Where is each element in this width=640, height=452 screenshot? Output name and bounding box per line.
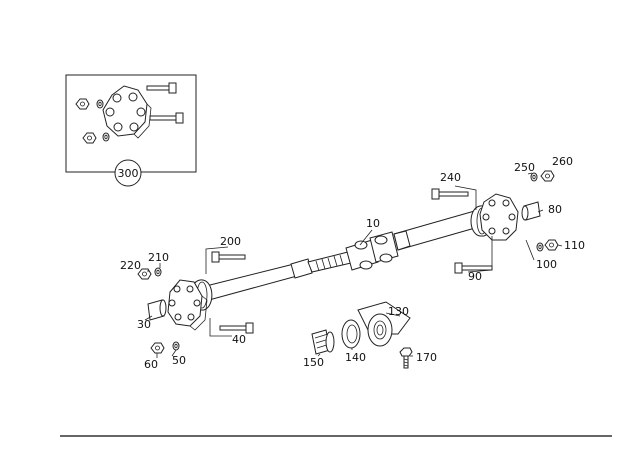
inset-callout-300: 300 — [114, 159, 142, 187]
bolt-240 — [431, 188, 469, 200]
bushing-80 — [521, 201, 541, 221]
callout-40: 40 — [232, 333, 246, 346]
callout-200: 200 — [220, 235, 241, 248]
washer-50 — [172, 341, 180, 351]
bushing-30 — [147, 299, 167, 321]
washer-210 — [154, 267, 162, 277]
front-flex-disc — [167, 279, 208, 331]
callout-260: 260 — [552, 155, 573, 168]
callout-130: 130 — [388, 305, 409, 318]
callout-110: 110 — [564, 239, 585, 252]
leader-lines — [144, 172, 563, 358]
nut-60 — [150, 342, 165, 354]
front-shaft-tube — [205, 263, 298, 301]
callout-150: 150 — [303, 356, 324, 369]
center-bearing-130 — [357, 301, 411, 347]
nut-110 — [544, 239, 559, 251]
callout-90: 90 — [468, 270, 482, 283]
callout-10: 10 — [366, 217, 380, 230]
callout-80: 80 — [548, 203, 562, 216]
inset-flex-disc — [102, 85, 152, 139]
inset-nut-upper — [75, 98, 90, 110]
callout-100: 100 — [536, 258, 557, 271]
callout-300: 300 — [118, 167, 139, 180]
washer-100 — [536, 242, 544, 252]
callout-240: 240 — [440, 171, 461, 184]
screw-170 — [399, 347, 413, 369]
bolt-40 — [219, 322, 254, 334]
washer-250 — [530, 172, 538, 182]
nut-260 — [540, 170, 555, 182]
callout-50: 50 — [172, 354, 186, 367]
inset-washer-lower — [102, 132, 110, 142]
ring-140 — [341, 319, 361, 349]
callout-170: 170 — [416, 351, 437, 364]
callout-210: 210 — [148, 251, 169, 264]
callout-250: 250 — [514, 161, 535, 174]
inset-flex-disc-kit: 300 — [65, 74, 197, 187]
inset-nut-lower — [82, 132, 97, 144]
bolt-200 — [211, 251, 246, 263]
callout-30: 30 — [137, 318, 151, 331]
callout-60: 60 — [144, 358, 158, 371]
universal-joint — [345, 231, 399, 271]
inset-bolt-lower — [149, 112, 184, 124]
rear-flex-disc — [479, 193, 519, 241]
inset-washer-upper — [96, 99, 104, 109]
callout-220: 220 — [120, 259, 141, 272]
callout-140: 140 — [345, 351, 366, 364]
dust-cover-150 — [311, 329, 335, 355]
inset-bolt-upper — [146, 82, 177, 94]
